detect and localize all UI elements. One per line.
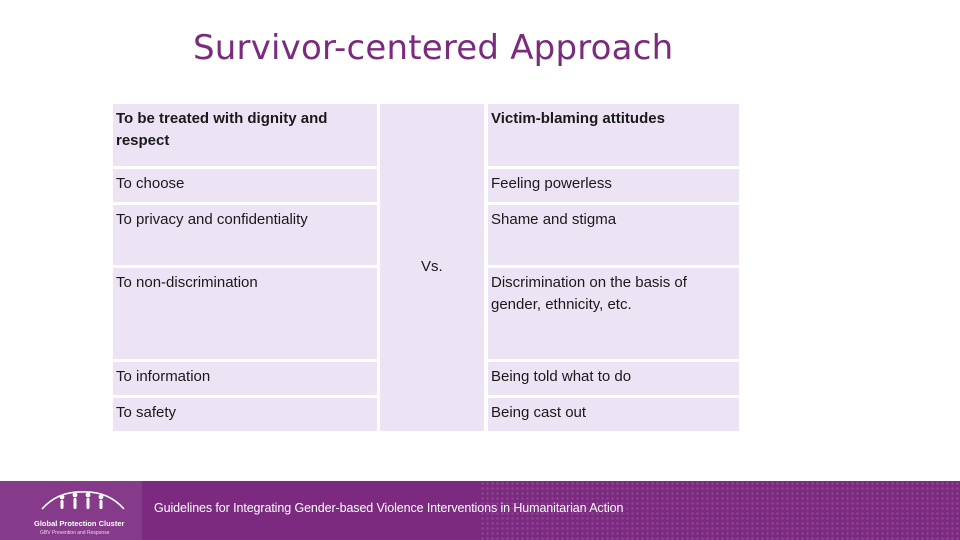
versus-label: Vs. xyxy=(421,258,443,275)
logo-name: Global Protection Cluster xyxy=(34,519,125,528)
right-cell-shame: Shame and stigma xyxy=(488,205,739,265)
left-cell-choose: To choose xyxy=(113,169,377,202)
right-cell-told-what-to-do: Being told what to do xyxy=(488,362,739,395)
right-cell-label: Victim-blaming attitudes xyxy=(491,110,665,127)
left-cell-information: To information xyxy=(113,362,377,395)
left-cell-label: To safety xyxy=(116,404,177,421)
right-cell-label: Being cast out xyxy=(491,404,587,421)
left-cell-label: To be treated with dignity and respect xyxy=(116,110,328,149)
slide-title: Survivor-centered Approach xyxy=(193,28,674,68)
left-cell-label: To non-discrimination xyxy=(116,274,258,291)
left-cell-privacy: To privacy and confidentiality xyxy=(113,205,377,265)
left-cell-non-discrimination: To non-discrimination xyxy=(113,268,377,359)
left-cell-label: To information xyxy=(116,368,211,385)
middle-column xyxy=(380,104,484,431)
logo-tagline: GBV Prevention and Response xyxy=(40,530,110,536)
right-cell-powerless: Feeling powerless xyxy=(488,169,739,202)
left-cell-dignity: To be treated with dignity and respect xyxy=(113,104,377,166)
right-cell-cast-out: Being cast out xyxy=(488,398,739,431)
right-cell-label: Feeling powerless xyxy=(491,175,612,192)
right-cell-label: Discrimination on the basis of gender, e… xyxy=(491,274,687,313)
gpc-logo: Global Protection Cluster GBV Prevention… xyxy=(0,481,142,540)
left-cell-label: To privacy and confidentiality xyxy=(116,211,308,228)
world-map-pattern xyxy=(480,481,960,540)
left-cell-safety: To safety xyxy=(113,398,377,431)
footer-source-text: Guidelines for Integrating Gender-based … xyxy=(154,501,624,515)
right-cell-label: Shame and stigma xyxy=(491,211,617,228)
footer-band: Global Protection Cluster GBV Prevention… xyxy=(0,481,960,540)
left-cell-label: To choose xyxy=(116,175,185,192)
right-cell-victim-blaming: Victim-blaming attitudes xyxy=(488,104,739,166)
right-cell-label: Being told what to do xyxy=(491,368,632,385)
right-cell-discrimination: Discrimination on the basis of gender, e… xyxy=(488,268,739,359)
people-icon xyxy=(41,491,125,510)
